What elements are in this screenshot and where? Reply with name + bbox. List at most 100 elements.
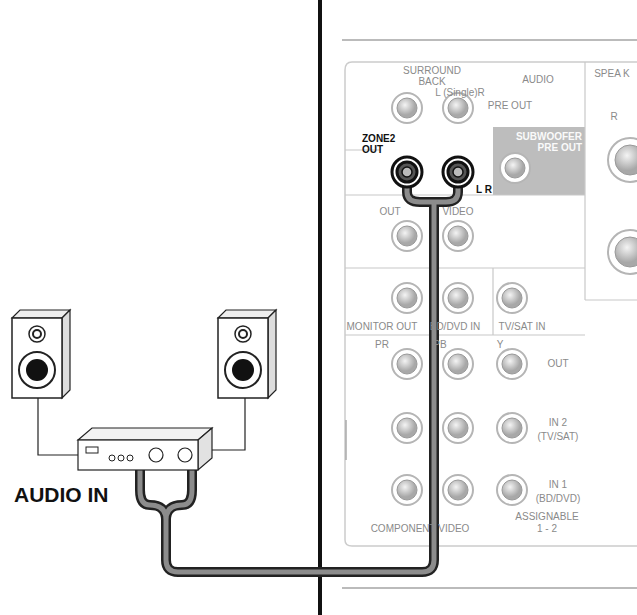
panel-label: OUT	[547, 359, 568, 370]
panel-label: SURROUND BACK	[397, 66, 467, 87]
amplifier-knob	[178, 448, 192, 462]
rca-jack-core	[397, 418, 417, 438]
panel-label: TV/SAT IN	[499, 322, 546, 333]
input-label: AUDIO IN	[14, 484, 109, 506]
rca-jack	[392, 349, 422, 379]
node-text: SUBWOOFER PRE OUT	[506, 127, 585, 153]
speaker-terminal	[608, 230, 637, 274]
speaker-wire	[38, 395, 78, 455]
rca-jack-core	[448, 226, 468, 246]
rca-jack-core	[505, 158, 525, 178]
panel-divider	[585, 299, 637, 300]
panel-label: ZONE2 OUT	[362, 134, 400, 155]
panel-divider	[584, 62, 585, 300]
panel-label: (TV/SAT)	[538, 432, 579, 443]
rca-jack-core	[448, 418, 468, 438]
panel-label: PR	[375, 340, 389, 351]
rca-jack-core	[397, 226, 417, 246]
panel-divider	[345, 267, 585, 268]
rca-jack-core	[397, 98, 417, 118]
rca-jack-core	[502, 418, 522, 438]
rca-jack	[497, 413, 527, 443]
rca-plug-core	[448, 162, 468, 182]
panel-label: VIDEO	[442, 207, 473, 218]
rca-jack-core	[448, 480, 468, 500]
amplifier-button	[127, 455, 133, 461]
amplifier-top	[78, 428, 212, 440]
panel-label: Y	[497, 340, 504, 351]
rca-jack-core	[397, 480, 417, 500]
panel-label: MONITOR OUT	[347, 322, 418, 333]
panel-label: L (Single)R	[435, 88, 485, 99]
panel-divider	[492, 268, 493, 335]
rca-plug	[392, 157, 422, 187]
rca-jack	[392, 283, 422, 313]
speaker-terminal-core	[615, 237, 637, 267]
rca-plug-core	[397, 162, 417, 182]
rca-jack	[497, 349, 527, 379]
tweeter-dome	[33, 330, 41, 338]
panel-label: R	[610, 112, 617, 123]
panel-label: AUDIO	[522, 75, 554, 86]
rca-jack-core	[502, 480, 522, 500]
panel-label: BD/DVD IN	[430, 322, 481, 333]
rca-plug	[443, 157, 473, 187]
amplifier-side	[198, 428, 212, 470]
tweeter	[29, 326, 45, 342]
rca-jack-core	[502, 354, 522, 374]
rca-jack	[443, 475, 473, 505]
panel-divider	[345, 334, 585, 335]
rca-jack	[500, 153, 530, 183]
speaker-front	[218, 318, 268, 398]
speaker-top	[218, 310, 276, 318]
audio-cable-core	[140, 178, 458, 572]
rca-jack	[443, 221, 473, 251]
divider-line	[318, 0, 322, 615]
rca-jack	[392, 413, 422, 443]
subwoofer-band	[493, 127, 585, 195]
rca-jack	[392, 221, 422, 251]
rca-jack-core	[502, 288, 522, 308]
panel-label: (BD/DVD)	[536, 494, 580, 505]
subwoofer-band: SUBWOOFER PRE OUT	[493, 127, 585, 195]
amplifier-knob	[149, 448, 163, 462]
rca-jack	[392, 93, 422, 123]
panel-label: SPEA K	[594, 69, 630, 80]
rca-jack	[497, 475, 527, 505]
tweeter	[235, 326, 251, 342]
rca-jack	[443, 283, 473, 313]
rca-plug-pin	[402, 167, 412, 177]
amplifier-button	[109, 455, 115, 461]
panel-outline	[345, 62, 637, 546]
panel-label: L R	[476, 185, 492, 196]
speaker-side	[62, 310, 70, 398]
woofer-cone	[232, 359, 254, 381]
woofer	[225, 352, 261, 388]
speaker-wire	[212, 395, 245, 450]
rca-jack	[392, 475, 422, 505]
rca-jack-core	[397, 354, 417, 374]
panel-edge	[342, 39, 637, 41]
speaker-front	[12, 318, 62, 398]
speaker-terminal-core	[615, 145, 637, 175]
rca-jack	[443, 349, 473, 379]
rca-jack-core	[448, 98, 468, 118]
rca-jack	[443, 413, 473, 443]
panel-label: PRE OUT	[488, 101, 532, 112]
panel-label: IN 1	[549, 480, 567, 491]
panel-label: PB	[433, 340, 446, 351]
panel-label: COMPONENT VIDEO	[371, 524, 470, 535]
amplifier-display	[86, 447, 98, 453]
panel-label: OUT	[379, 207, 400, 218]
audio-cable	[140, 178, 458, 572]
tweeter-dome	[239, 330, 247, 338]
speaker-terminal	[608, 138, 637, 182]
panel-label: IN 2	[549, 418, 567, 429]
amplifier-front	[78, 440, 198, 470]
speaker-top	[12, 310, 70, 318]
speaker-side	[268, 310, 276, 398]
panel-edge	[342, 587, 637, 589]
rca-jack-core	[397, 288, 417, 308]
